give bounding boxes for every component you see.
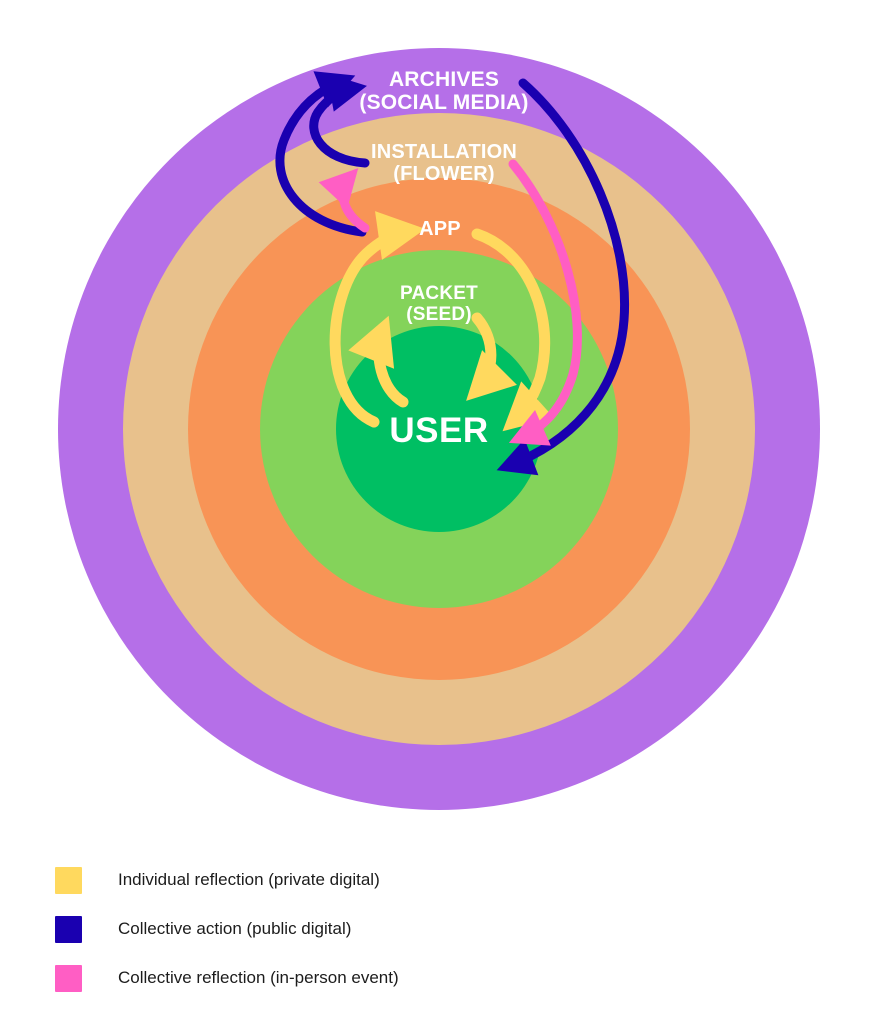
legend-label-individual-reflection: Individual reflection (private digital) <box>118 870 380 890</box>
legend-item-collective-reflection: Collective reflection (in-person event) <box>55 954 575 1003</box>
swatch-individual-reflection <box>55 867 82 894</box>
ring-label-app: APP <box>419 218 461 240</box>
ring-label-packet: PACKET (SEED) <box>400 283 478 325</box>
arrow-packet-to-user <box>466 312 517 401</box>
arrow-app-to-user <box>471 228 555 432</box>
swatch-collective-reflection <box>55 965 82 992</box>
arrow-archives-to-user <box>496 78 630 476</box>
legend-label-collective-reflection: Collective reflection (in-person event) <box>118 968 399 988</box>
arrow-user-to-app <box>329 211 426 428</box>
legend-item-individual-reflection: Individual reflection (private digital) <box>55 856 575 905</box>
arrow-installation-to-user <box>508 159 582 446</box>
swatch-collective-action <box>55 916 82 943</box>
arrow-app-to-archives <box>275 71 367 237</box>
legend-item-collective-action: Collective action (public digital) <box>55 905 575 954</box>
arrow-user-to-packet <box>348 315 409 408</box>
arrow-installation-to-archives <box>309 73 370 168</box>
ring-label-archives: ARCHIVES (SOCIAL MEDIA) <box>359 68 529 114</box>
arrow-app-to-installation <box>318 168 370 233</box>
ring-label-user: USER <box>389 411 489 450</box>
legend-label-collective-action: Collective action (public digital) <box>118 919 352 939</box>
legend: Individual reflection (private digital) … <box>55 856 575 1003</box>
ring-label-installation: INSTALLATION (FLOWER) <box>370 141 518 185</box>
